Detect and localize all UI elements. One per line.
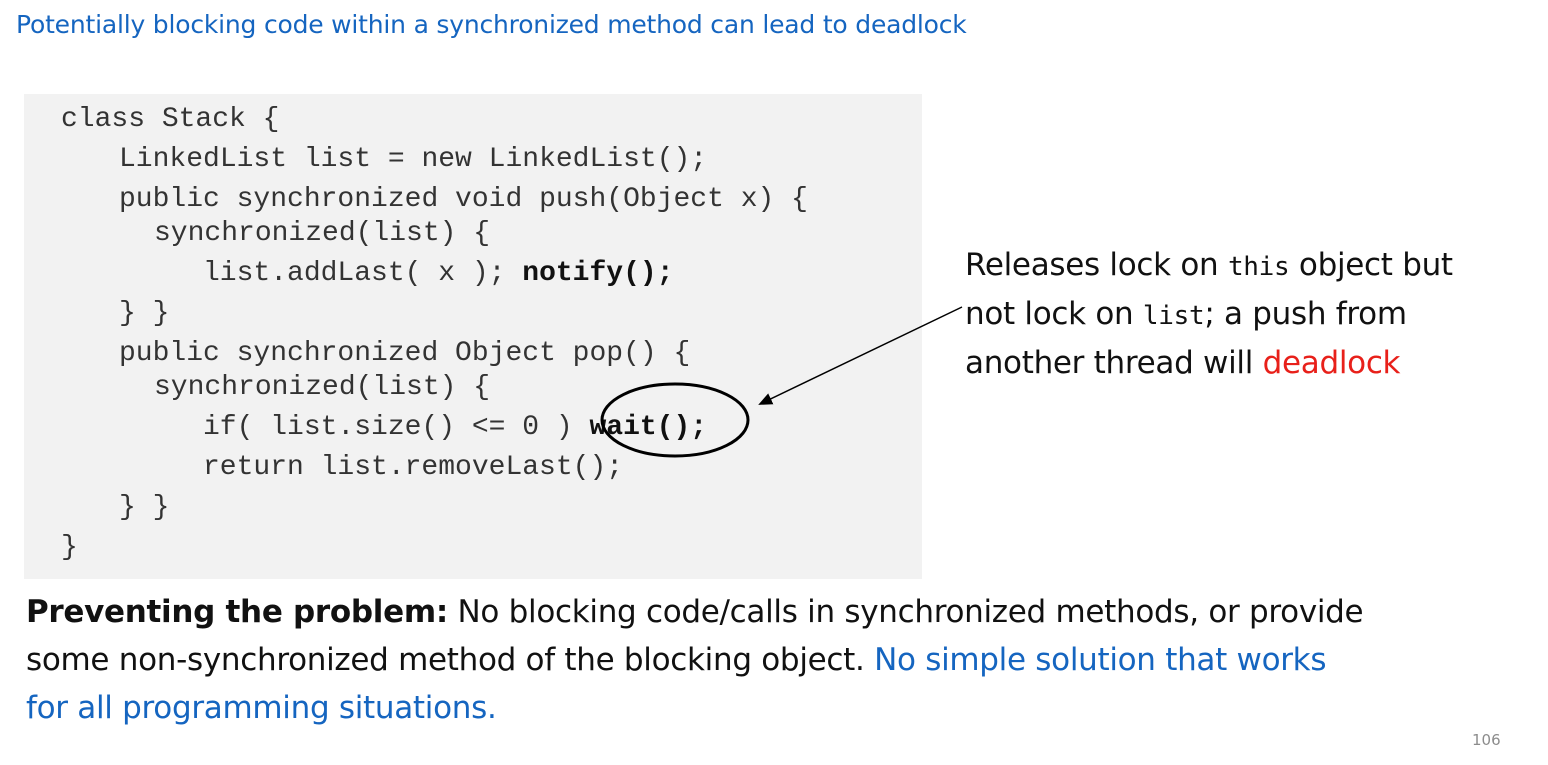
code-line: LinkedList list = new LinkedList(); [119, 144, 708, 175]
callout-code-term: this [1227, 252, 1290, 282]
callout-text-segment: ; a push from [1204, 296, 1407, 332]
callout-text-segment: object but [1289, 247, 1453, 283]
wait-highlight-ellipse [600, 382, 750, 458]
code-text: list.addLast( x ); [203, 258, 523, 289]
prevention-text: some non-synchronized method of the bloc… [26, 642, 875, 678]
code-line: } } [119, 298, 170, 329]
code-text: if( list.size() <= 0 ) [203, 412, 590, 443]
callout-text: Releases lock on this object but not loc… [965, 242, 1453, 387]
callout-text-segment: Releases lock on [965, 247, 1228, 283]
callout-line: another thread will deadlock [965, 340, 1453, 387]
code-line: list.addLast( x ); notify(); [203, 260, 674, 288]
code-line: return list.removeLast(); [203, 452, 624, 483]
callout-line: Releases lock on this object but [965, 242, 1453, 291]
prevention-line: Preventing the problem: No blocking code… [26, 588, 1486, 636]
code-line: synchronized(list) { [154, 218, 491, 249]
callout-text-segment: not lock on [965, 296, 1143, 332]
callout-arrow [758, 306, 963, 405]
code-line: if( list.size() <= 0 ) wait(); [203, 414, 707, 442]
callout-line: not lock on list; a push from [965, 291, 1453, 340]
prevention-note: No simple solution that works [874, 642, 1327, 678]
code-block: class Stack { LinkedList list = new Link… [24, 94, 922, 579]
prevention-line: for all programming situations. [26, 690, 497, 726]
callout-code-term: list [1142, 301, 1205, 331]
prevention-paragraph: Preventing the problem: No blocking code… [26, 588, 1486, 732]
slide-title: Potentially blocking code within a synch… [16, 10, 967, 39]
notify-call: notify(); [522, 258, 674, 289]
code-line: } } [119, 492, 170, 523]
prevention-text: No blocking code/calls in synchronized m… [447, 594, 1364, 630]
callout-text-segment: another thread will [965, 345, 1263, 381]
code-line: } [61, 532, 78, 563]
code-line: class Stack { [61, 104, 280, 135]
page-number: 106 [1472, 731, 1501, 749]
code-line: public synchronized void push(Object x) … [119, 184, 808, 215]
deadlock-highlight: deadlock [1262, 345, 1401, 381]
prevention-heading: Preventing the problem: [26, 594, 448, 630]
prevention-line: some non-synchronized method of the bloc… [26, 636, 1486, 684]
code-line: public synchronized Object pop() { [119, 338, 691, 369]
code-line: synchronized(list) { [154, 372, 491, 403]
